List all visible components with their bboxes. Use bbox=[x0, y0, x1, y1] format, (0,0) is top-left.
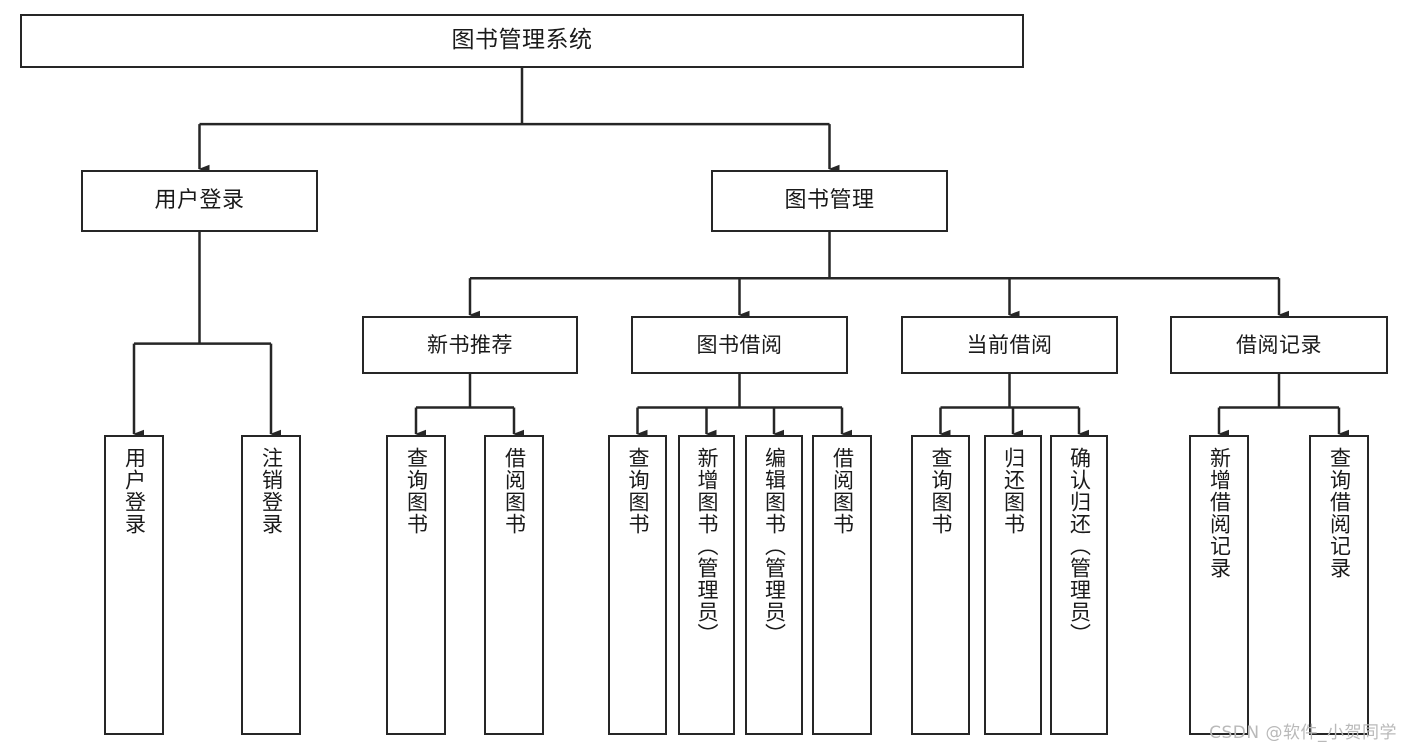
node-label-new-book-rec: 新书推荐 bbox=[427, 332, 513, 357]
node-user-login[interactable]: 用户登录 bbox=[81, 170, 318, 232]
node-leaf-borrow-book-1[interactable]: 借阅图书 bbox=[484, 435, 544, 735]
node-leaf-borrow-book-2[interactable]: 借阅图书 bbox=[812, 435, 872, 735]
node-label-borrow-record: 借阅记录 bbox=[1236, 332, 1322, 357]
node-book-borrow[interactable]: 图书借阅 bbox=[631, 316, 848, 374]
node-leaf-query-record[interactable]: 查询借阅记录 bbox=[1309, 435, 1369, 735]
node-label-leaf-query-book-1: 查询图书 bbox=[404, 447, 429, 535]
node-leaf-logout[interactable]: 注销登录 bbox=[241, 435, 301, 735]
node-label-leaf-add-book: 新增图书（管理员） bbox=[694, 447, 719, 645]
node-label-user-login: 用户登录 bbox=[154, 188, 245, 214]
node-label-leaf-query-book-3: 查询图书 bbox=[928, 447, 953, 535]
node-label-leaf-edit-book: 编辑图书（管理员） bbox=[762, 447, 787, 645]
node-label-leaf-borrow-book-2: 借阅图书 bbox=[830, 447, 855, 535]
node-leaf-add-record[interactable]: 新增借阅记录 bbox=[1189, 435, 1249, 735]
node-borrow-record[interactable]: 借阅记录 bbox=[1170, 316, 1388, 374]
node-label-book-manage: 图书管理 bbox=[784, 188, 875, 214]
node-label-leaf-return-book: 归还图书 bbox=[1001, 447, 1026, 535]
node-label-leaf-query-book-2: 查询图书 bbox=[625, 447, 650, 535]
node-label-leaf-query-record: 查询借阅记录 bbox=[1327, 447, 1352, 579]
node-leaf-return-book[interactable]: 归还图书 bbox=[984, 435, 1042, 735]
node-label-current-borrow: 当前借阅 bbox=[966, 332, 1053, 357]
node-leaf-query-book-1[interactable]: 查询图书 bbox=[386, 435, 446, 735]
node-label-leaf-logout: 注销登录 bbox=[259, 447, 284, 535]
node-label-book-borrow: 图书借阅 bbox=[696, 332, 783, 357]
node-new-book-rec[interactable]: 新书推荐 bbox=[362, 316, 578, 374]
node-label-leaf-borrow-book-1: 借阅图书 bbox=[502, 447, 527, 535]
node-leaf-add-book[interactable]: 新增图书（管理员） bbox=[678, 435, 735, 735]
node-label-leaf-add-record: 新增借阅记录 bbox=[1207, 447, 1232, 579]
node-label-leaf-user-login: 用户登录 bbox=[122, 447, 147, 535]
node-leaf-user-login[interactable]: 用户登录 bbox=[104, 435, 164, 735]
node-label-leaf-confirm-return: 确认归还（管理员） bbox=[1067, 447, 1092, 645]
connector-lines bbox=[132, 68, 1349, 439]
node-leaf-edit-book[interactable]: 编辑图书（管理员） bbox=[745, 435, 803, 735]
node-leaf-query-book-2[interactable]: 查询图书 bbox=[608, 435, 667, 735]
node-current-borrow[interactable]: 当前借阅 bbox=[901, 316, 1118, 374]
node-label-root: 图书管理系统 bbox=[451, 27, 593, 54]
node-book-manage[interactable]: 图书管理 bbox=[711, 170, 948, 232]
node-leaf-confirm-return[interactable]: 确认归还（管理员） bbox=[1050, 435, 1108, 735]
node-leaf-query-book-3[interactable]: 查询图书 bbox=[911, 435, 970, 735]
node-root[interactable]: 图书管理系统 bbox=[20, 14, 1024, 68]
